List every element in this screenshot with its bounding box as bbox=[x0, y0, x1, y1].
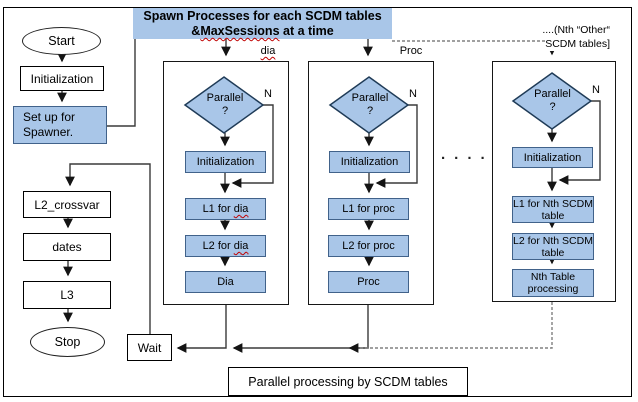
diagram-caption: Parallel processing by SCDM tables bbox=[228, 367, 468, 396]
dates-node: dates bbox=[23, 233, 111, 261]
column-frame-dia bbox=[163, 61, 289, 305]
dates-label: dates bbox=[52, 240, 82, 254]
proc-node: Proc bbox=[328, 271, 409, 293]
dia-node: Dia bbox=[185, 271, 266, 293]
l2-node-dia: L2 for dia bbox=[185, 235, 266, 257]
column-frame-proc bbox=[308, 61, 434, 305]
l2-node-nth: L2 for Nth SCDM table bbox=[512, 233, 594, 260]
caption-label: Parallel processing by SCDM tables bbox=[248, 374, 448, 389]
stop-label: Stop bbox=[54, 335, 81, 349]
title-line1: Spawn Processes for each SCDM tables bbox=[143, 9, 382, 23]
l1-node-nth: L1 for Nth SCDM table bbox=[512, 196, 594, 223]
flowchart-title: Spawn Processes for each SCDM tables &Ma… bbox=[133, 8, 392, 39]
setup-line1: Set up for bbox=[23, 110, 76, 124]
wait-node: Wait bbox=[127, 334, 172, 361]
ellipsis-dots: · · · · bbox=[441, 150, 488, 167]
n-branch-label-dia: N bbox=[264, 88, 272, 100]
l1-node-proc: L1 for proc bbox=[328, 198, 409, 220]
parallel-decision-text-dia: Parallel? bbox=[206, 92, 244, 117]
l2-node-proc: L2 for proc bbox=[328, 235, 409, 257]
start-label: Start bbox=[48, 34, 75, 48]
nth-label-line2: SCDM tables] bbox=[545, 37, 610, 51]
column-label-dia: dia bbox=[260, 45, 276, 57]
l3-label: L3 bbox=[60, 288, 74, 302]
column-frame-nth bbox=[492, 61, 616, 302]
l2-crossvar-node: L2_crossvar bbox=[23, 191, 111, 218]
parallel-decision-diamonds bbox=[183, 72, 593, 134]
l1-node-dia: L1 for dia bbox=[185, 198, 266, 220]
nth-label-line1: ....(Nth “Other“ bbox=[542, 24, 610, 36]
setup-line2: Spawner. bbox=[23, 125, 74, 139]
initialization-node: Initialization bbox=[20, 66, 104, 91]
n-branch-label-proc: N bbox=[409, 88, 417, 100]
parallel-decision-text-nth: Parallel? bbox=[534, 88, 571, 113]
column-label-proc: Proc bbox=[399, 45, 423, 57]
start-node: Start bbox=[22, 27, 101, 55]
title-line2: &MaxSessions at a time bbox=[191, 24, 334, 38]
column-label-nth: ....(Nth “Other“ SCDM tables] bbox=[495, 23, 610, 51]
stop-node: Stop bbox=[30, 327, 105, 357]
diagram-border bbox=[3, 7, 632, 397]
parallel-decision-text-proc: Parallel? bbox=[351, 92, 389, 117]
init-node-proc: Initialization bbox=[329, 151, 410, 173]
init-node-nth: Initialization bbox=[512, 147, 593, 168]
setup-for-spawner-node: Set up for Spawner. bbox=[13, 106, 107, 144]
l2-crossvar-label: L2_crossvar bbox=[34, 197, 100, 212]
init-node-dia: Initialization bbox=[185, 151, 266, 173]
initialization-label: Initialization bbox=[30, 71, 94, 86]
n-branch-label-nth: N bbox=[592, 84, 600, 96]
wait-label: Wait bbox=[137, 340, 162, 355]
l3-node: L3 bbox=[23, 281, 111, 309]
